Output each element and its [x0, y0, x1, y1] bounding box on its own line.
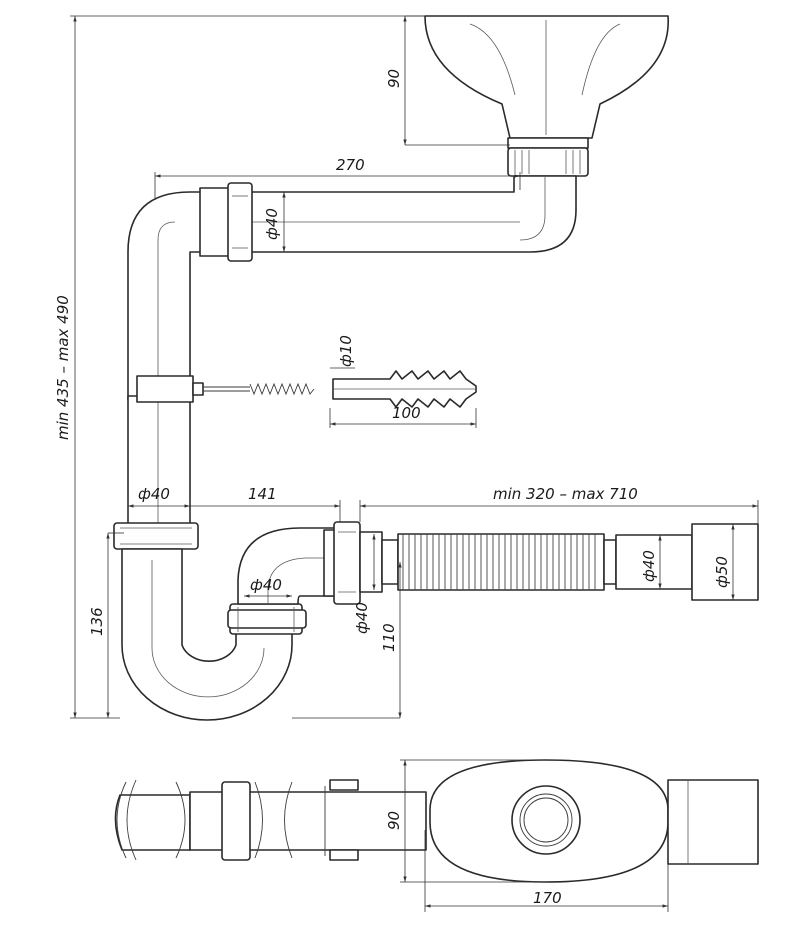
upper-drain-pipe: [127, 175, 577, 401]
dim-plan-height: 90: [385, 811, 403, 830]
dim-basin-height: 90: [385, 69, 403, 88]
wall-bracket: [136, 375, 315, 403]
dim-vertical-diameter: ф40: [138, 485, 170, 503]
basin-outlet-nut: [507, 147, 589, 177]
corrugated-hose: [397, 523, 759, 601]
dim-total-height: min 435 – max 490: [54, 295, 72, 440]
dimension-lines: [70, 15, 759, 912]
dim-bolt-diameter: ф10: [337, 335, 355, 367]
dim-outlet-height: 110: [380, 623, 398, 652]
wall-plug: [332, 370, 477, 408]
sink-basin: [424, 15, 669, 149]
dim-hose-end-diameter: ф40: [640, 550, 658, 582]
vertical-pipe: [127, 395, 191, 527]
dim-bolt-length: 100: [392, 404, 421, 422]
dim-upper-length: 270: [336, 156, 365, 174]
dim-end-diameter: ф50: [713, 556, 731, 588]
dim-hose-length: min 320 – max 710: [493, 485, 638, 503]
bottle-trap: [113, 522, 307, 721]
plan-view: [114, 759, 759, 883]
dim-trap-diameter: ф40: [250, 576, 282, 594]
dim-upper-diameter: ф40: [263, 208, 281, 240]
dim-plan-width: 170: [533, 889, 562, 907]
dim-lower-height: 136: [88, 607, 106, 636]
trap-outlet-elbow: [237, 521, 399, 605]
dim-offset: 141: [248, 485, 277, 503]
dim-outlet-diameter: ф40: [353, 602, 371, 634]
